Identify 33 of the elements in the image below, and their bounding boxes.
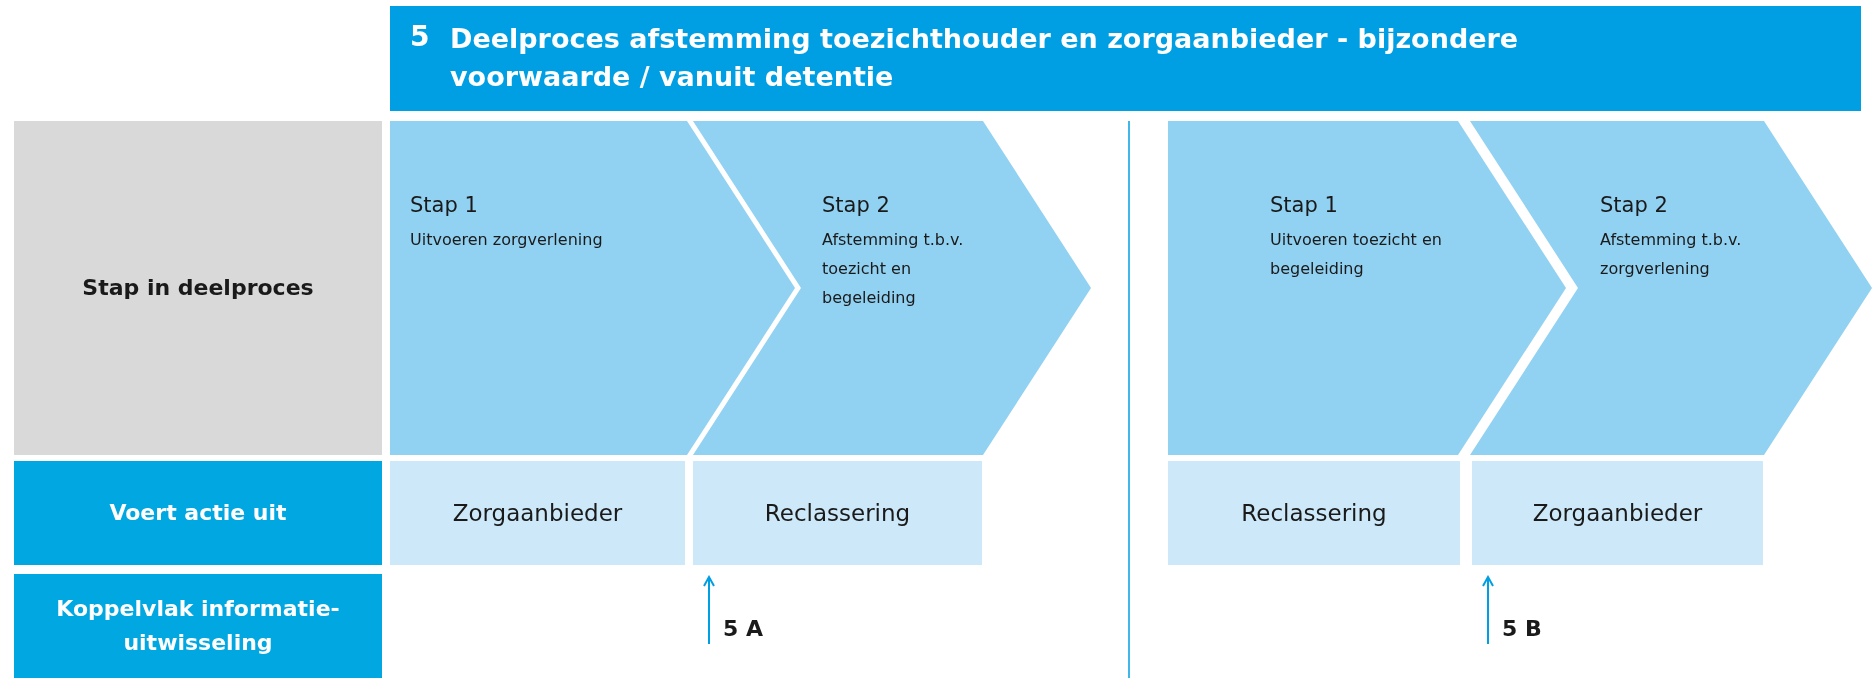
actor-name: Zorgaanbieder <box>1532 500 1703 526</box>
step-description: Afstemming t.b.v. zorgverlening <box>1600 229 1743 280</box>
step-label: Stap 1 <box>1270 193 1338 217</box>
row-title: Stap in deelproces <box>81 274 315 302</box>
row-header <box>14 121 382 455</box>
title-band <box>390 6 1861 111</box>
step-label: Stap 2 <box>1600 193 1668 217</box>
actor-name: Reclassering <box>1241 500 1387 526</box>
process-heading: Deelproces afstemming toezichthouder en zorgaanbieder - bijzondere voorwaarde / vanuit detentie <box>450 22 1520 94</box>
actor-name: Reclassering <box>764 500 911 526</box>
step-number: 5 <box>410 20 430 53</box>
process-step <box>390 121 795 455</box>
actor-name: Zorgaanbieder <box>452 500 623 526</box>
step-label: Stap 2 <box>822 193 890 217</box>
actor-box <box>390 461 685 565</box>
row-header <box>14 574 382 678</box>
edge-label: 5 B <box>1502 616 1542 641</box>
row-title: Koppelvlak informatie-uitwisseling <box>55 595 341 657</box>
actor-box <box>1168 461 1460 565</box>
process-step <box>1470 121 1872 455</box>
process-step <box>693 121 1091 455</box>
step-description: Afstemming t.b.v. toezicht en begeleiding <box>822 229 965 309</box>
row-header <box>14 461 382 565</box>
edge-label: 5 A <box>723 616 763 641</box>
step-label: Stap 1 <box>410 193 478 217</box>
actor-box <box>693 461 982 565</box>
step-description: Uitvoeren zorgverlening <box>410 229 604 251</box>
arrow <box>703 576 715 645</box>
row-title: Voert actie uit <box>108 499 288 527</box>
step-description: Uitvoeren toezicht en begeleiding <box>1270 229 1443 280</box>
process-step <box>1168 121 1566 455</box>
actor-box <box>1472 461 1763 565</box>
arrow <box>1482 576 1494 645</box>
